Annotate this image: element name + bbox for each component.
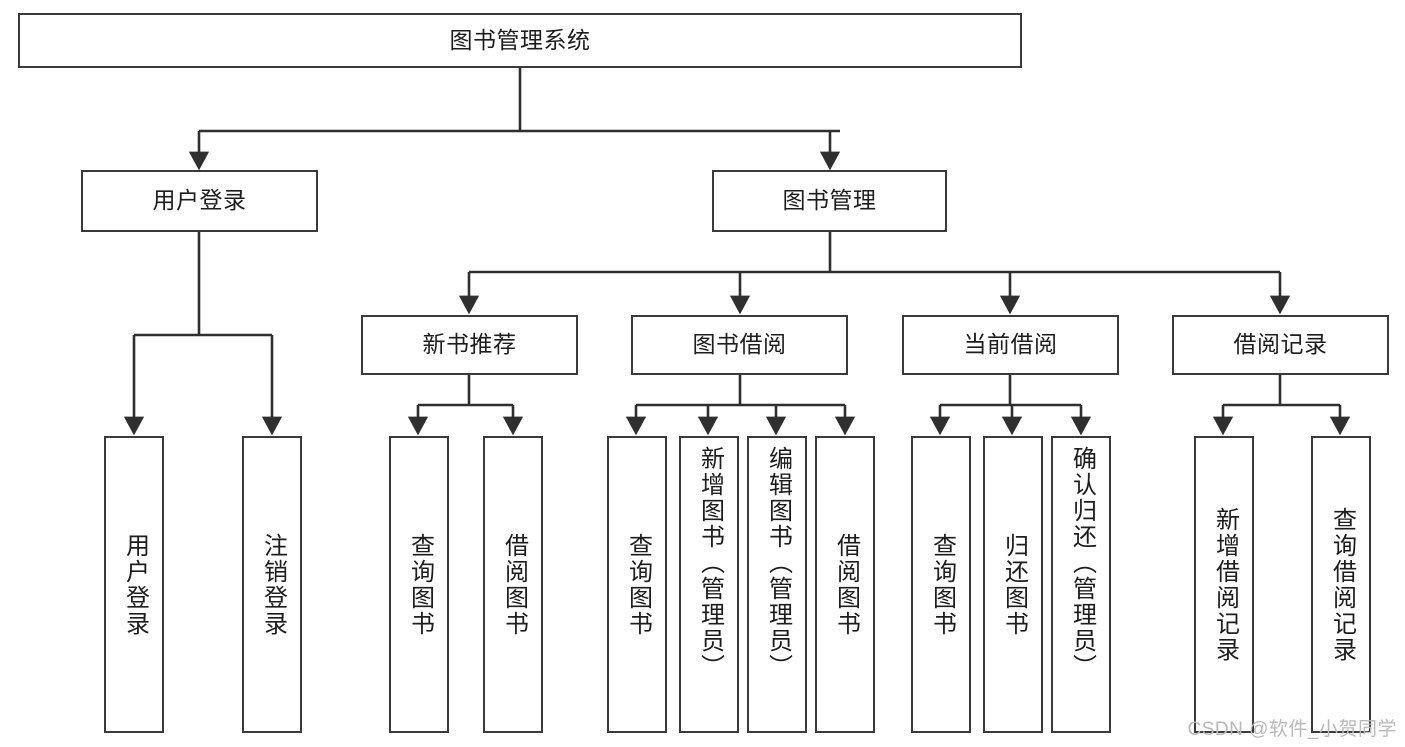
node-leaf-confirm-return-label: 确认归还（管理员） bbox=[1068, 446, 1096, 680]
node-current-borrow-label: 当前借阅 bbox=[963, 331, 1058, 358]
node-user-login[interactable]: 用户登录 bbox=[81, 170, 318, 232]
csdn-watermark: CSDN @软件_小贺同学 bbox=[1187, 719, 1397, 740]
node-user-login-label: 用户登录 bbox=[152, 187, 247, 214]
node-leaf-confirm-return[interactable]: 确认归还（管理员） bbox=[1051, 436, 1111, 733]
node-leaf-add-record-label: 新增借阅记录 bbox=[1211, 506, 1239, 663]
node-new-book-recommend-label: 新书推荐 bbox=[422, 331, 517, 358]
node-book-manage-label: 图书管理 bbox=[782, 187, 877, 214]
node-leaf-logout-label: 注销登录 bbox=[259, 532, 287, 637]
node-leaf-borrow-book-1-label: 借阅图书 bbox=[500, 532, 528, 637]
node-leaf-borrow-book-2-label: 借阅图书 bbox=[832, 532, 860, 637]
node-leaf-query-book-1-label: 查询图书 bbox=[406, 532, 434, 637]
node-new-book-recommend[interactable]: 新书推荐 bbox=[361, 315, 578, 375]
node-root-system[interactable]: 图书管理系统 bbox=[18, 13, 1022, 68]
node-leaf-borrow-book-2[interactable]: 借阅图书 bbox=[815, 436, 875, 733]
node-book-manage[interactable]: 图书管理 bbox=[712, 170, 947, 232]
node-leaf-return-book-label: 归还图书 bbox=[1000, 532, 1028, 637]
node-borrow-record[interactable]: 借阅记录 bbox=[1172, 315, 1389, 375]
node-leaf-query-book-3[interactable]: 查询图书 bbox=[911, 436, 971, 733]
node-leaf-user-login-label: 用户登录 bbox=[121, 532, 149, 637]
node-leaf-query-record[interactable]: 查询借阅记录 bbox=[1311, 436, 1371, 733]
node-leaf-query-book-2-label: 查询图书 bbox=[624, 532, 652, 637]
node-leaf-query-record-label: 查询借阅记录 bbox=[1328, 506, 1356, 663]
node-borrow-record-label: 借阅记录 bbox=[1233, 331, 1328, 358]
node-leaf-user-login[interactable]: 用户登录 bbox=[104, 436, 164, 733]
node-leaf-borrow-book-1[interactable]: 借阅图书 bbox=[483, 436, 543, 733]
node-current-borrow[interactable]: 当前借阅 bbox=[902, 315, 1119, 375]
node-leaf-add-book-label: 新增图书（管理员） bbox=[696, 446, 724, 680]
node-root-system-label: 图书管理系统 bbox=[449, 26, 591, 53]
node-leaf-edit-book[interactable]: 编辑图书（管理员） bbox=[747, 436, 807, 733]
node-book-borrow-label: 图书借阅 bbox=[692, 331, 787, 358]
node-book-borrow[interactable]: 图书借阅 bbox=[631, 315, 848, 375]
node-leaf-logout[interactable]: 注销登录 bbox=[242, 436, 302, 733]
node-leaf-query-book-3-label: 查询图书 bbox=[928, 532, 956, 637]
node-leaf-query-book-2[interactable]: 查询图书 bbox=[607, 436, 667, 733]
node-leaf-edit-book-label: 编辑图书（管理员） bbox=[764, 446, 792, 680]
node-leaf-add-record[interactable]: 新增借阅记录 bbox=[1194, 436, 1254, 733]
node-leaf-query-book-1[interactable]: 查询图书 bbox=[389, 436, 449, 733]
node-leaf-return-book[interactable]: 归还图书 bbox=[983, 436, 1043, 733]
node-leaf-add-book[interactable]: 新增图书（管理员） bbox=[679, 436, 739, 733]
